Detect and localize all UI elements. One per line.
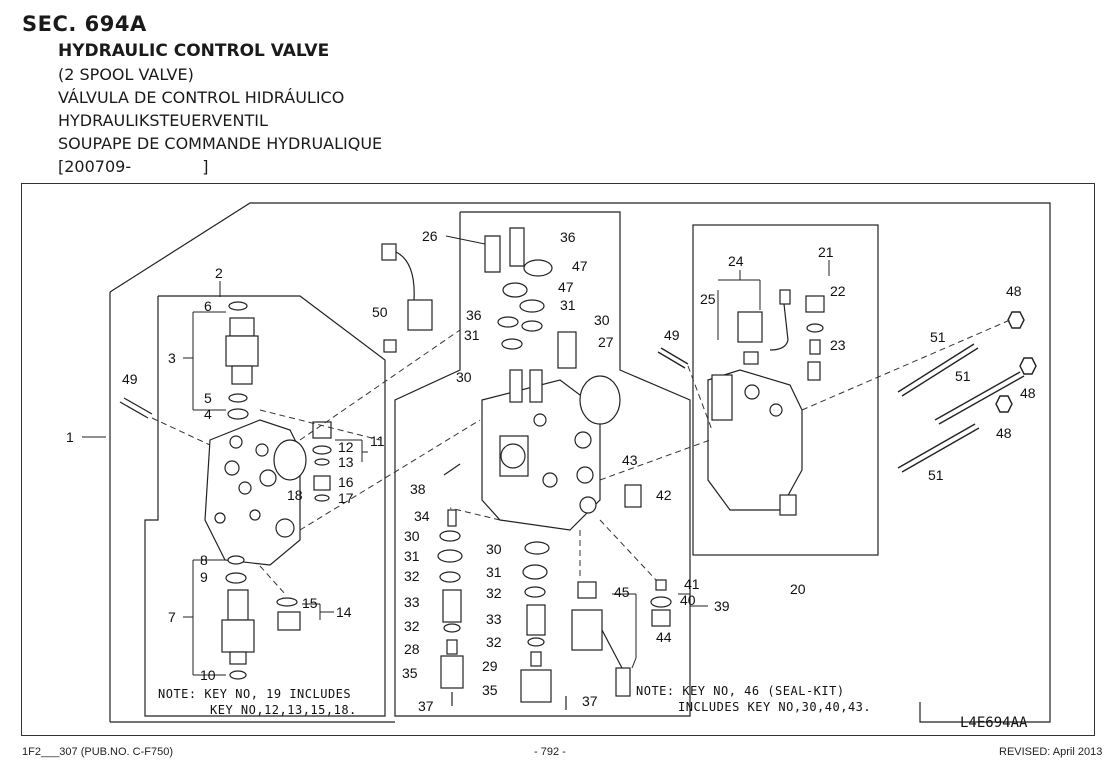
callout-39: 39 <box>714 598 730 614</box>
callout-16: 16 <box>338 474 354 490</box>
callout-25: 25 <box>700 291 716 307</box>
left-section-box <box>144 295 386 717</box>
callout-8: 8 <box>200 552 208 568</box>
callout-3: 3 <box>168 350 176 366</box>
callout-49-right: 49 <box>664 327 680 343</box>
callout-30-top: 30 <box>594 312 610 328</box>
callout-33-r: 33 <box>486 611 502 627</box>
note-right-line1: NOTE: KEY NO, 46 (SEAL-KIT) <box>636 684 845 698</box>
note-left-line1: NOTE: KEY NO, 19 INCLUDES <box>158 687 351 701</box>
callout-12: 12 <box>338 439 354 455</box>
callout-14: 14 <box>336 604 352 620</box>
footer-revised: REVISED: April 2013 <box>999 746 1103 758</box>
title-block: HYDRAULIC CONTROL VALVE (2 SPOOL VALVE) … <box>58 40 382 178</box>
callout-48-a: 48 <box>1006 283 1022 299</box>
callout-31-r: 31 <box>486 564 502 580</box>
footer-publication: 1F2___307 (PUB.NO. C-F750) <box>22 746 174 758</box>
callout-35-r: 35 <box>482 682 498 698</box>
callout-41: 41 <box>684 576 700 592</box>
subtitle: (2 SPOOL VALVE) <box>58 65 194 84</box>
callout-32-d: 32 <box>486 634 502 650</box>
callout-48-b: 48 <box>1020 385 1036 401</box>
callout-35-l: 35 <box>402 665 418 681</box>
middle-section-box <box>394 211 691 717</box>
callout-10: 10 <box>200 667 216 683</box>
serial-range: [200709- ] <box>58 157 209 176</box>
callout-36-top: 36 <box>560 229 576 245</box>
callout-37-l: 37 <box>418 698 434 714</box>
callout-27: 27 <box>598 334 614 350</box>
left-valve-body <box>119 301 332 680</box>
middle-valve-body <box>381 227 672 710</box>
callout-49-left: 49 <box>122 371 138 387</box>
callout-31-top: 31 <box>560 297 576 313</box>
callout-32-c: 32 <box>404 618 420 634</box>
callout-31-l: 31 <box>404 548 420 564</box>
callout-21: 21 <box>818 244 834 260</box>
note-left-line2: KEY NO,12,13,15,18. <box>210 703 357 717</box>
callout-50: 50 <box>372 304 388 320</box>
callout-28: 28 <box>404 641 420 657</box>
callout-11: 11 <box>370 433 385 449</box>
section-number: SEC. 694A <box>22 12 147 36</box>
callout-26: 26 <box>422 228 438 244</box>
callout-51-a: 51 <box>930 329 946 345</box>
callout-5: 5 <box>204 390 212 406</box>
callout-47-b: 47 <box>558 279 574 295</box>
note-right-line2: INCLUDES KEY NO,30,40,43. <box>678 700 871 714</box>
callout-38: 38 <box>410 481 426 497</box>
callout-9: 9 <box>200 569 208 585</box>
callout-29: 29 <box>482 658 498 674</box>
dashed-leaders <box>151 319 1011 595</box>
callout-6: 6 <box>204 298 212 314</box>
title-english: HYDRAULIC CONTROL VALVE <box>58 41 330 61</box>
callout-34: 34 <box>414 508 430 524</box>
callout-lines <box>82 235 830 676</box>
callout-22: 22 <box>830 283 846 299</box>
callout-30-mid: 30 <box>456 369 472 385</box>
callout-43: 43 <box>622 452 638 468</box>
callout-32-b: 32 <box>486 585 502 601</box>
callout-44: 44 <box>656 629 672 645</box>
callout-7: 7 <box>168 609 176 625</box>
footer-page-number: - 792 - <box>534 746 566 758</box>
callout-13: 13 <box>338 454 354 470</box>
callout-18: 18 <box>287 487 303 503</box>
callout-2: 2 <box>215 265 223 281</box>
right-valve-body <box>707 289 825 516</box>
title-german: HYDRAULIKSTEUERVENTIL <box>58 111 268 130</box>
assembly-outline <box>109 202 1051 723</box>
drawing-code: L4E694AA <box>960 715 1028 731</box>
callout-40: 40 <box>680 592 696 608</box>
callout-4: 4 <box>204 406 212 422</box>
callout-30-l: 30 <box>404 528 420 544</box>
callout-31-mid: 31 <box>464 327 480 343</box>
callout-36-mid: 36 <box>466 307 482 323</box>
title-french: SOUPAPE DE COMMANDE HYDRUALIQUE <box>58 134 383 153</box>
callout-48-c: 48 <box>996 425 1012 441</box>
tie-rods <box>657 311 1037 473</box>
title-spanish: VÁLVULA DE CONTROL HIDRÁULICO <box>58 88 345 107</box>
callout-17: 17 <box>338 490 354 506</box>
callout-24: 24 <box>728 253 744 269</box>
callout-23: 23 <box>830 337 846 353</box>
callout-47-a: 47 <box>572 258 588 274</box>
callout-15: 15 <box>302 595 318 611</box>
callout-33-l: 33 <box>404 594 420 610</box>
callout-45: 45 <box>614 584 630 600</box>
diagram-frame <box>21 183 1095 736</box>
callout-32-a: 32 <box>404 568 420 584</box>
callout-37-r: 37 <box>582 693 598 709</box>
callout-51-c: 51 <box>928 467 944 483</box>
section-label: SEC. 694A <box>22 12 147 36</box>
callout-30-r: 30 <box>486 541 502 557</box>
callout-1: 1 <box>66 429 74 445</box>
part-20-box <box>692 224 879 556</box>
callout-42: 42 <box>656 487 672 503</box>
callout-51-b: 51 <box>955 368 971 384</box>
callout-20: 20 <box>790 581 806 597</box>
